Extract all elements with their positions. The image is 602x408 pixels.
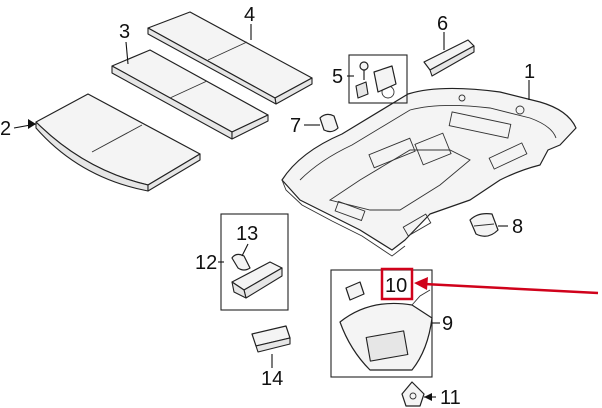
callout-9: 9	[442, 313, 453, 335]
callout-2: 2	[0, 118, 11, 140]
part-3-roof-panel	[111, 49, 269, 140]
part-1-headliner	[281, 85, 577, 257]
callout-1: 1	[524, 61, 535, 83]
callout-7: 7	[290, 115, 301, 137]
callout-8: 8	[512, 216, 523, 238]
highlight-arrowhead	[414, 277, 428, 290]
callout-11: 11	[440, 387, 461, 408]
part-8-clip	[469, 213, 499, 237]
callout-10: 10	[385, 275, 407, 297]
callout-3: 3	[119, 21, 130, 43]
callout-12: 12	[195, 252, 217, 274]
part-9-sunvisor-box	[330, 269, 433, 378]
part-6-bracket	[423, 39, 475, 77]
part-2-roof-panel	[35, 93, 201, 192]
part-14-lens	[251, 325, 291, 353]
callout-4: 4	[244, 4, 255, 26]
part-5-clip-set	[348, 54, 408, 104]
arrowheads	[28, 119, 432, 401]
part-10-visor-clip	[345, 281, 365, 301]
part-11-clip	[401, 381, 425, 407]
part-13-bulb	[231, 253, 251, 271]
callout-13: 13	[236, 223, 258, 245]
part-7-clip	[319, 113, 339, 133]
highlight-box	[380, 267, 414, 301]
highlight-annotation	[380, 267, 599, 301]
callout-14: 14	[261, 368, 283, 390]
callout-labels: 1 2 3 4 5 6 7 8 9 10 11 12 13 14	[0, 4, 535, 408]
part-4-roof-panel	[147, 11, 313, 105]
callout-6: 6	[437, 13, 448, 35]
highlight-arrow	[423, 282, 599, 295]
callout-5: 5	[332, 66, 343, 88]
